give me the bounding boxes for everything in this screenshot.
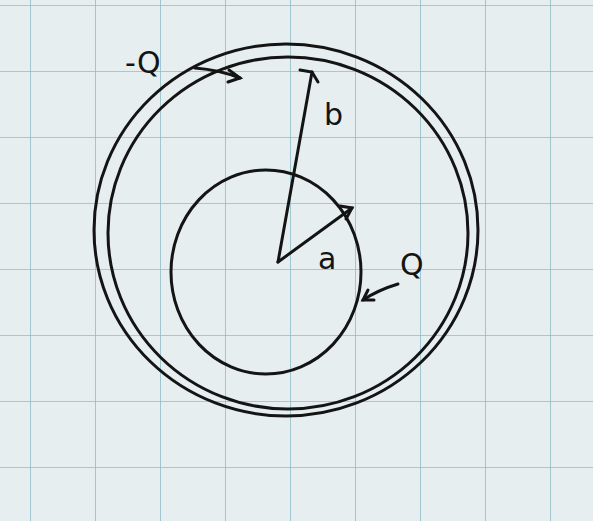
charge-leader-inner-head <box>363 290 374 300</box>
radius-b-head <box>300 70 318 82</box>
outer-shell-outer <box>94 44 478 416</box>
radius-b-line <box>278 72 312 262</box>
charge-leader-inner <box>363 284 398 300</box>
radius-label: b <box>324 100 343 130</box>
charge-label: Q <box>400 250 424 280</box>
radius-a-head <box>340 206 352 219</box>
charge-leader-outer-head <box>228 70 240 82</box>
radius-label: a <box>318 244 336 274</box>
radius-a-line <box>278 208 352 262</box>
inner-sphere <box>171 170 361 374</box>
outer-shell-inner <box>108 57 468 409</box>
charge-label: -Q <box>125 48 161 78</box>
